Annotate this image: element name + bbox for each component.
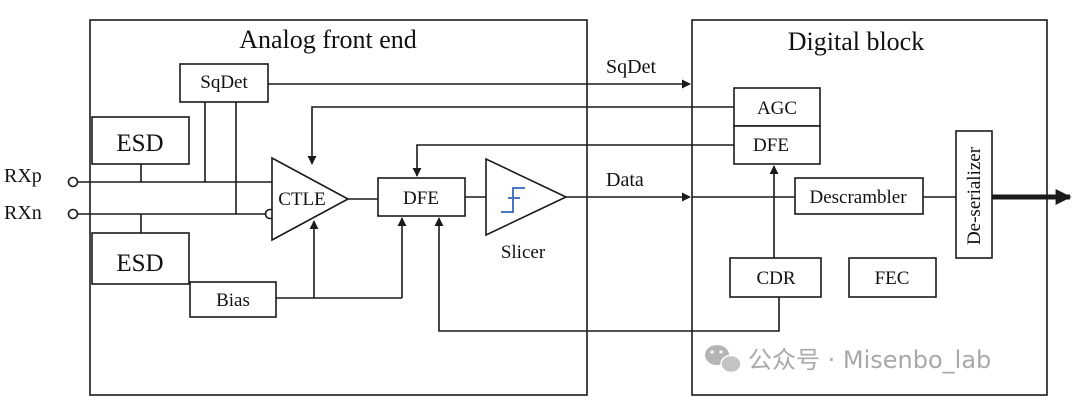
agc-block bbox=[733, 87, 821, 127]
esd-top-block bbox=[91, 116, 190, 165]
sqdet-block bbox=[179, 63, 269, 103]
rxn-port bbox=[67, 208, 79, 220]
slicer-label: Slicer bbox=[501, 242, 546, 263]
dfe-digital-block bbox=[733, 125, 821, 165]
cdr-to-dfe-arrow bbox=[434, 217, 780, 332]
rxp-port bbox=[67, 176, 79, 188]
analog-frontend-title: Analog front end bbox=[239, 25, 417, 54]
watermark: 公众号 · Misenbo_lab bbox=[705, 345, 991, 374]
descrambler-block bbox=[794, 177, 924, 215]
esd-bottom-block bbox=[91, 232, 190, 285]
agc-label: AGC bbox=[757, 98, 797, 119]
dfe-analog-block bbox=[377, 177, 466, 217]
rxp-label: RXp bbox=[4, 165, 42, 187]
descrambler-label: Descrambler bbox=[809, 187, 907, 208]
cdr-label: CDR bbox=[756, 268, 795, 289]
dfe-analog-label: DFE bbox=[403, 188, 439, 209]
bias-block bbox=[189, 281, 277, 318]
dfe-digital-to-analog-arrow bbox=[412, 144, 734, 177]
rxn-label: RXn bbox=[4, 202, 42, 224]
agc-to-ctle-arrow bbox=[307, 106, 734, 165]
bias-label: Bias bbox=[216, 290, 250, 311]
dfe-digital-label: DFE bbox=[753, 135, 789, 156]
sqdet-signal-label: SqDet bbox=[606, 56, 656, 78]
ctle-amplifier bbox=[271, 156, 350, 242]
analog-frontend-frame bbox=[89, 19, 588, 396]
watermark-text: 公众号 · Misenbo_lab bbox=[748, 346, 991, 374]
esd-bottom-label: ESD bbox=[116, 250, 163, 277]
data-signal-label: Data bbox=[606, 169, 644, 191]
wechat-icon bbox=[705, 345, 742, 374]
cdr-block bbox=[729, 257, 822, 298]
slicer-comparator bbox=[485, 157, 568, 237]
sqdet-label: SqDet bbox=[200, 72, 248, 93]
ctle-label: CTLE bbox=[278, 189, 326, 210]
fec-block bbox=[848, 257, 937, 298]
fec-label: FEC bbox=[875, 268, 910, 289]
esd-top-label: ESD bbox=[116, 130, 163, 157]
hysteresis-icon bbox=[501, 187, 525, 213]
digital-block-title: Digital block bbox=[788, 27, 924, 56]
deserializer-label: De-serializer bbox=[964, 146, 985, 245]
digital-block-frame bbox=[691, 19, 1048, 396]
